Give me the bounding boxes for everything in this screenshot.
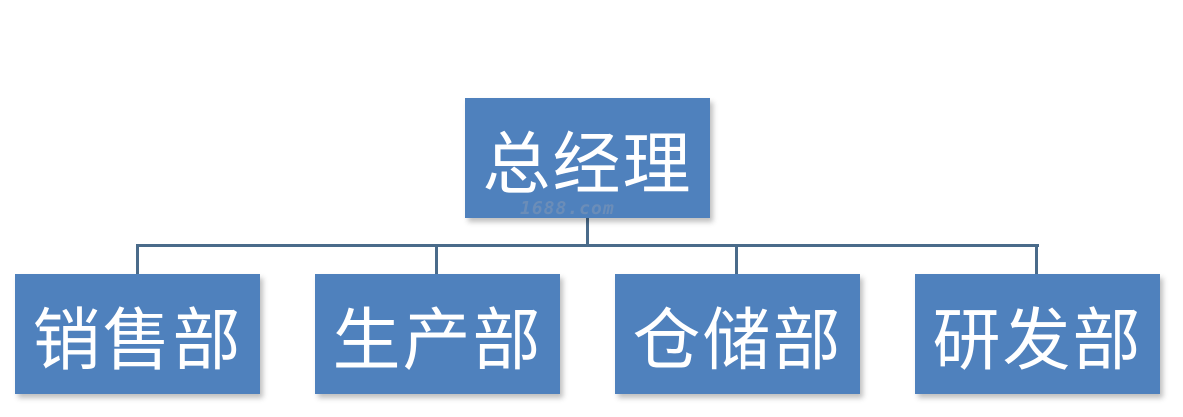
org-node-rnd: 研发部 <box>915 274 1160 394</box>
connector-root-down <box>586 218 589 246</box>
connector-child-1 <box>136 244 139 274</box>
node-label: 总经理 <box>482 125 693 205</box>
connector-horizontal-bus <box>136 244 1039 247</box>
node-label: 生产部 <box>332 301 543 381</box>
org-node-general-manager: 总经理 <box>465 98 710 218</box>
watermark-text: 1688.com <box>520 198 615 219</box>
org-node-warehouse: 仓储部 <box>615 274 860 394</box>
connector-child-2 <box>435 244 438 274</box>
org-node-production: 生产部 <box>315 274 560 394</box>
node-label: 仓储部 <box>632 301 843 381</box>
node-label: 销售部 <box>32 301 243 381</box>
connector-child-4 <box>1035 244 1038 274</box>
node-label: 研发部 <box>932 301 1143 381</box>
connector-child-3 <box>735 244 738 274</box>
org-node-sales: 销售部 <box>15 274 260 394</box>
